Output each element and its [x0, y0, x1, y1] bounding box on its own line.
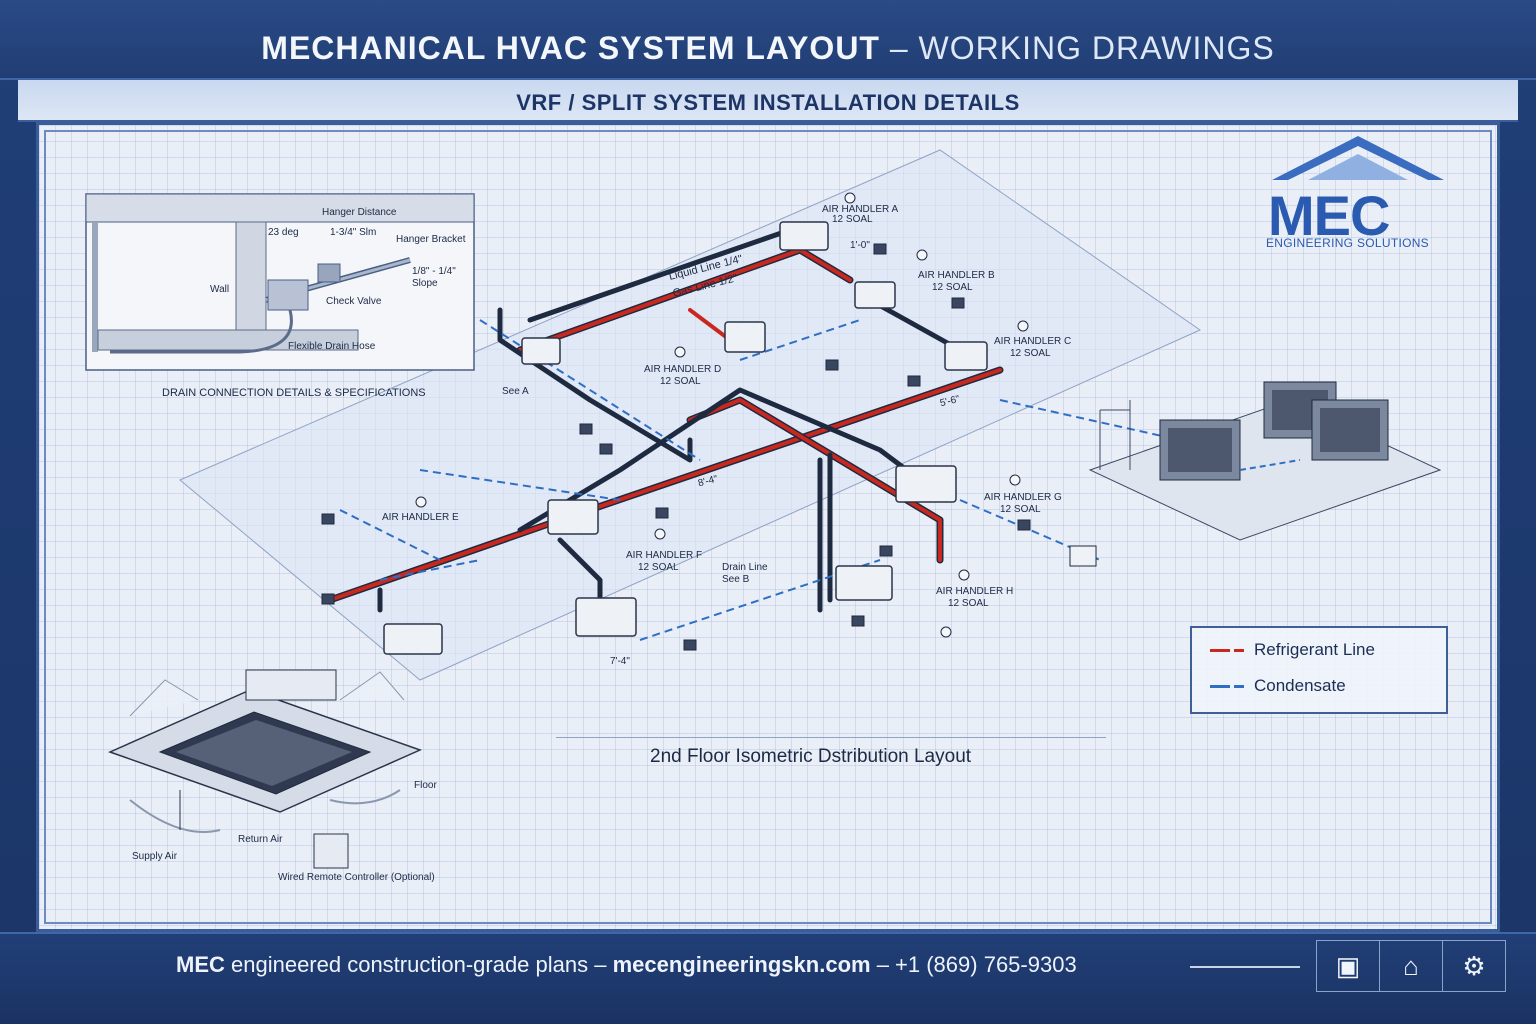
- dimension-note-4: 7'-4": [610, 656, 630, 667]
- subtitle-band: VRF / SPLIT SYSTEM INSTALLATION DETAILS: [18, 80, 1518, 122]
- see-b-note: See B: [722, 574, 750, 585]
- gear-icon: ⚙: [1442, 941, 1505, 991]
- see-a-note: See A: [502, 386, 529, 397]
- roof-icon: [1272, 136, 1444, 180]
- refrigerant-swatch: [1210, 648, 1244, 652]
- unit-tag-h: AIR HANDLER H: [936, 586, 1014, 597]
- footer-brand: MEC: [176, 952, 225, 977]
- layout-caption: 2nd Floor Isometric Dstribution Layout: [650, 746, 972, 767]
- legend: Refrigerant Line Condensate: [1190, 626, 1448, 714]
- unit-size-b: 12 SOAL: [932, 282, 973, 293]
- hanger-distance-label: Hanger Distance: [322, 207, 397, 218]
- unit-tag-e: AIR HANDLER E: [382, 512, 459, 523]
- title-main: MECHANICAL HVAC SYSTEM LAYOUT: [261, 30, 880, 66]
- footer-band: MEC engineered construction-grade plans …: [0, 932, 1536, 1024]
- supply-air-label: Supply Air: [132, 851, 178, 862]
- wall-label: Wall: [210, 284, 230, 295]
- unit-tag-c: AIR HANDLER C: [994, 336, 1072, 347]
- drain-hose-label: Flexible Drain Hose: [288, 341, 376, 352]
- cassette-detail-drawing: [107, 669, 423, 869]
- unit-size-f: 12 SOAL: [638, 562, 679, 573]
- floor-label: Floor: [414, 780, 437, 791]
- unit-size-c: 12 SOAL: [1010, 348, 1051, 359]
- indoor-unit: [724, 321, 766, 353]
- indoor-unit: [521, 337, 561, 365]
- hanger-bracket-label: Hanger Bracket: [396, 234, 466, 245]
- floor-plane: [179, 149, 1202, 681]
- title-separator: –: [879, 30, 919, 66]
- footer-website-link[interactable]: mecengineeringskn.com: [612, 952, 871, 977]
- drain-detail-caption: DRAIN CONNECTION DETAILS & SPECIFICATION…: [162, 387, 426, 399]
- unit-size-d: 12 SOAL: [660, 376, 701, 387]
- footer-tagline: engineered construction-grade plans –: [224, 952, 613, 977]
- logo-wordmark: MEC: [1268, 184, 1390, 247]
- unit-tag-f: AIR HANDLER F: [626, 550, 703, 561]
- outdoor-units: [1088, 381, 1442, 541]
- footer-divider: [1190, 966, 1300, 968]
- title-band: MECHANICAL HVAC SYSTEM LAYOUT – WORKING …: [0, 0, 1536, 80]
- page-subtitle: VRF / SPLIT SYSTEM INSTALLATION DETAILS: [516, 90, 1020, 115]
- indoor-unit: [383, 623, 443, 655]
- drain-line-note: Drain Line: [722, 562, 768, 573]
- unit-tag-markers: [415, 192, 1029, 638]
- controller-label: Wired Remote Controller (Optional): [278, 872, 435, 883]
- unit-tag-g: AIR HANDLER G: [984, 492, 1062, 503]
- page-title: MECHANICAL HVAC SYSTEM LAYOUT – WORKING …: [0, 30, 1536, 67]
- check-valve-label: Check Valve: [326, 296, 382, 307]
- house-icon: ⌂: [1379, 941, 1442, 991]
- pipe-note-label-2: Slope: [412, 278, 438, 289]
- legend-item-condensate: Condensate: [1210, 676, 1346, 696]
- footer-icon-strip: ▣ ⌂ ⚙: [1316, 940, 1506, 992]
- unit-size-a: 12 SOAL: [832, 214, 873, 225]
- dimension-note-1: 1'-0": [850, 240, 870, 251]
- indoor-units: [383, 221, 988, 655]
- cube-icon: ▣: [1335, 950, 1361, 981]
- indoor-unit: [895, 465, 957, 503]
- indoor-unit: [854, 281, 896, 309]
- legend-item-refrigerant: Refrigerant Line: [1210, 640, 1375, 660]
- controllers: [321, 243, 1097, 651]
- dim-b-label: 1-3/4" Slm: [330, 227, 377, 238]
- layout-caption-rule: [556, 737, 1106, 738]
- indoor-unit: [835, 565, 893, 601]
- legend-label-refrigerant: Refrigerant Line: [1254, 640, 1375, 659]
- unit-size-g: 12 SOAL: [1000, 504, 1041, 515]
- footer-phone: – +1 (869) 765-9303: [870, 952, 1077, 977]
- indoor-unit: [547, 499, 599, 535]
- unit-size-h: 12 SOAL: [948, 598, 989, 609]
- unit-tag-a: AIR HANDLER A: [822, 204, 899, 215]
- indoor-unit: [944, 341, 988, 371]
- dim-a-label: 23 deg: [268, 227, 299, 238]
- logo-tagline: ENGINEERING SOLUTIONS: [1266, 236, 1429, 250]
- drain-detail-drawing: [85, 193, 475, 371]
- unit-tag-d: AIR HANDLER D: [644, 364, 722, 375]
- footer-text: MEC engineered construction-grade plans …: [176, 952, 1077, 978]
- unit-tag-b: AIR HANDLER B: [918, 270, 995, 281]
- pipe-note-label-1: 1/8" - 1/4": [412, 266, 456, 277]
- legend-label-condensate: Condensate: [1254, 676, 1346, 695]
- indoor-unit: [779, 221, 829, 251]
- condensate-swatch: [1210, 684, 1244, 688]
- indoor-unit: [575, 597, 637, 637]
- return-air-label: Return Air: [238, 834, 283, 845]
- title-rest: WORKING DRAWINGS: [918, 30, 1275, 66]
